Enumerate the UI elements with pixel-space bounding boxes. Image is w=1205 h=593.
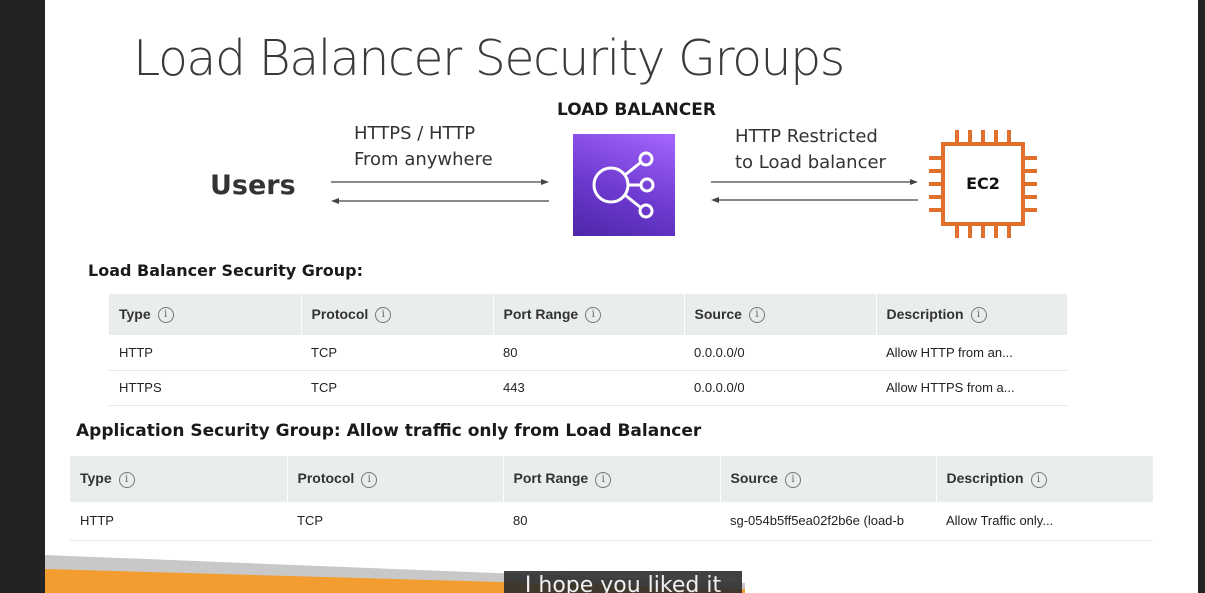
- lb-ec2-arrows: [711, 179, 918, 203]
- users-lb-arrows: [331, 179, 549, 204]
- users-traffic-line-2: From anywhere: [354, 149, 493, 170]
- ec2-label: EC2: [966, 174, 1000, 193]
- info-icon[interactable]: i: [157, 307, 174, 324]
- cell-port-range: 80: [503, 502, 720, 541]
- info-icon[interactable]: i: [118, 471, 135, 488]
- users-label: Users: [210, 170, 296, 201]
- cell-type: HTTP: [109, 335, 301, 371]
- slide: Load Balancer Security Groups LOAD BALAN…: [45, 0, 1198, 593]
- table-row: HTTP TCP 80 0.0.0.0/0 Allow HTTP from an…: [109, 335, 1067, 371]
- load-balancer-heading: LOAD BALANCER: [557, 100, 716, 120]
- app-security-group-heading: Application Security Group: Allow traffi…: [76, 421, 702, 441]
- cell-port-range: 443: [493, 370, 684, 406]
- video-subtitle-caption: I hope you liked it: [504, 571, 742, 593]
- info-icon[interactable]: i: [784, 471, 801, 488]
- cell-type: HTTPS: [109, 370, 301, 406]
- lb-security-group-heading: Load Balancer Security Group:: [88, 261, 363, 280]
- info-icon[interactable]: i: [970, 307, 987, 324]
- table-row: HTTPS TCP 443 0.0.0.0/0 Allow HTTPS from…: [109, 370, 1067, 406]
- info-icon[interactable]: i: [361, 471, 378, 488]
- info-icon[interactable]: i: [585, 307, 602, 324]
- info-icon[interactable]: i: [748, 307, 765, 324]
- ec2-chip-icon: EC2: [925, 128, 1041, 240]
- cell-source: sg-054b5ff5ea02f2b6e (load-b: [720, 502, 936, 541]
- users-traffic-label: HTTPS / HTTP From anywhere: [354, 121, 493, 173]
- cell-protocol: TCP: [301, 370, 493, 406]
- cell-source: 0.0.0.0/0: [684, 370, 876, 406]
- info-icon[interactable]: i: [1030, 471, 1047, 488]
- cell-port-range: 80: [493, 335, 684, 371]
- slide-title: Load Balancer Security Groups: [133, 30, 845, 87]
- info-icon[interactable]: i: [375, 307, 392, 324]
- cell-description: Allow Traffic only...: [936, 502, 1153, 541]
- cell-protocol: TCP: [287, 502, 503, 541]
- cell-type: HTTP: [70, 502, 287, 541]
- ec2-traffic-line-2: to Load balancer: [735, 152, 886, 173]
- right-window-edge: [1198, 0, 1205, 593]
- info-icon[interactable]: i: [595, 471, 612, 488]
- table-row: HTTP TCP 80 sg-054b5ff5ea02f2b6e (load-b…: [70, 502, 1153, 541]
- elastic-load-balancing-icon: [573, 134, 675, 236]
- users-traffic-line-1: HTTPS / HTTP: [354, 123, 476, 144]
- ec2-traffic-line-1: HTTP Restricted: [735, 126, 878, 147]
- cell-source: 0.0.0.0/0: [684, 335, 876, 371]
- ec2-traffic-label: HTTP Restricted to Load balancer: [735, 124, 886, 176]
- left-window-edge: [0, 0, 45, 593]
- cell-description: Allow HTTP from an...: [876, 335, 1067, 371]
- cell-protocol: TCP: [301, 335, 493, 371]
- cell-description: Allow HTTPS from a...: [876, 370, 1067, 406]
